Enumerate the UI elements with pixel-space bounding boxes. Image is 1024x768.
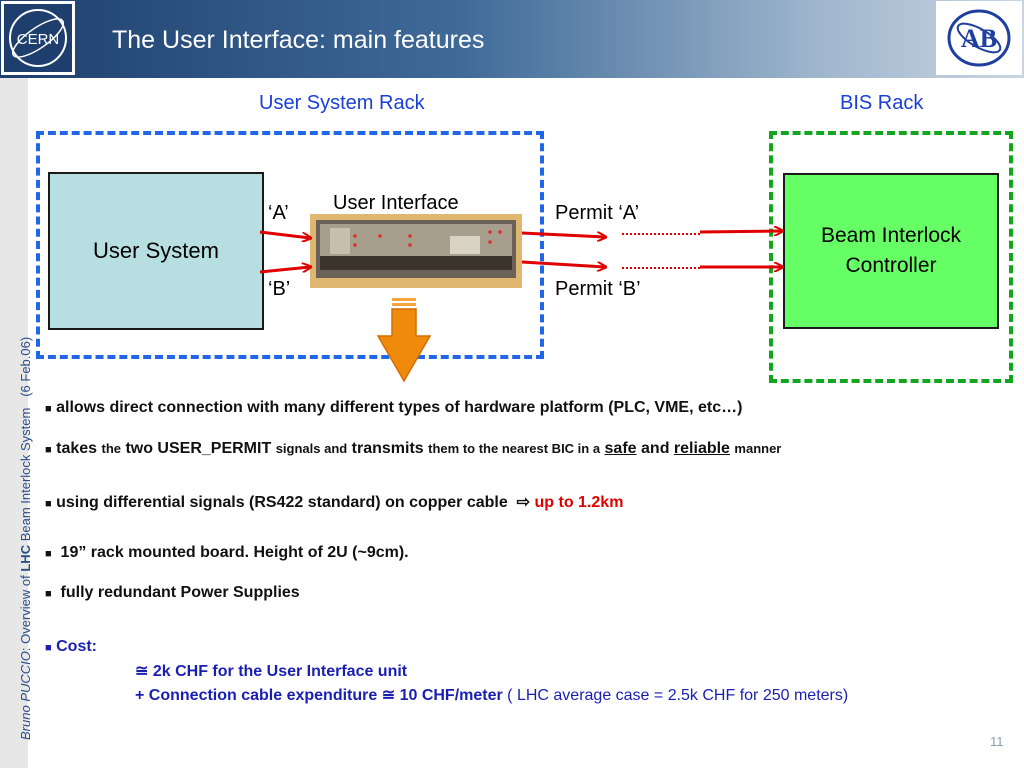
page-number: 11	[990, 734, 1004, 749]
cost-line-2: + Connection cable expenditure ≅ 10 CHF/…	[135, 687, 849, 704]
ab-logo: AB	[936, 1, 1022, 75]
bullet-1: ■ allows direct connection with many dif…	[45, 399, 743, 416]
cost-line-1: ≅ 2k CHF for the User Interface unit	[135, 663, 408, 680]
permit-b-label: Permit ‘B’	[555, 278, 641, 300]
sidebar-strip	[0, 78, 28, 768]
arrow-b-in	[259, 267, 310, 274]
user-interface-photo	[310, 214, 522, 288]
bic-label-line2: Controller	[845, 254, 937, 277]
arrow-bic-a	[699, 231, 782, 232]
user-system-rack-label: User System Rack	[259, 92, 425, 114]
user-system-label: User System	[93, 238, 219, 263]
svg-text:CERN: CERN	[17, 31, 60, 48]
bullet-cost: ■ Cost:	[45, 638, 97, 655]
user-interface-label: User Interface	[333, 192, 459, 214]
arrow-b-out	[521, 260, 605, 267]
bullet-4: ■ 19” rack mounted board. Height of 2U (…	[45, 544, 409, 561]
svg-text:AB: AB	[961, 24, 997, 53]
bic-label-line1: Beam Interlock	[820, 224, 962, 247]
slide-title: The User Interface: main features	[112, 26, 485, 54]
arrow-a-out	[521, 231, 605, 237]
arrow-right-icon: ⇨	[516, 494, 531, 511]
user-system-rack-box	[36, 131, 544, 359]
slide-header: CERN The User Interface: main features A…	[0, 0, 1024, 78]
bullet-3: ■ using differential signals (RS422 stan…	[45, 494, 624, 511]
bis-rack-label: BIS Rack	[840, 92, 924, 114]
orange-down-arrow-icon	[376, 298, 432, 383]
beam-interlock-controller-box: Beam Interlock Controller	[783, 173, 999, 329]
arrow-a-in	[259, 230, 310, 238]
signal-b-label: ‘B’	[268, 278, 291, 300]
bis-rack-box	[769, 131, 1013, 383]
user-system-box: User System	[48, 172, 264, 330]
signal-a-label: ‘A’	[268, 202, 289, 224]
bullet-2: ■ takes the two USER_PERMIT signals and …	[45, 440, 782, 457]
cern-logo: CERN	[1, 1, 75, 75]
permit-a-label: Permit ‘A’	[555, 202, 640, 224]
bullet-5: ■ fully redundant Power Supplies	[45, 584, 300, 601]
